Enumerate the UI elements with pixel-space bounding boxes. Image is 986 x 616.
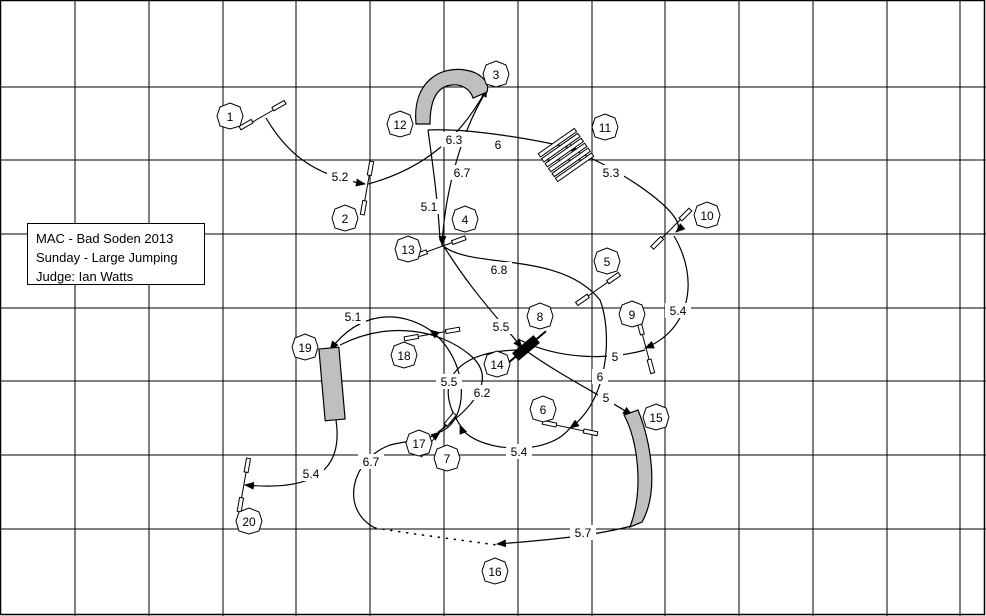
obstacle-8-label: 8 [526, 302, 554, 330]
svg-text:9: 9 [629, 308, 636, 322]
distance-label: 5.3 [598, 165, 624, 180]
distance-label: 6.7 [358, 454, 384, 469]
distance-label: 6.3 [441, 132, 467, 147]
distance-label: 5.4 [506, 444, 532, 459]
obstacle-2-label: 2 [331, 204, 359, 232]
obstacle-12-label: 12 [386, 110, 414, 138]
svg-text:6: 6 [597, 370, 604, 384]
svg-text:17: 17 [412, 437, 426, 451]
obstacle-4-label: 4 [451, 205, 479, 233]
distance-label: 6.2 [469, 385, 495, 400]
obstacle-6-label: 6 [529, 395, 557, 423]
distance-label: 5.7 [570, 525, 596, 540]
svg-text:5.4: 5.4 [511, 445, 528, 459]
obstacle-11-label: 11 [591, 113, 619, 141]
course-title: MAC - Bad Soden 2013 [36, 231, 174, 246]
obstacle-10-label: 10 [693, 201, 721, 229]
svg-text:14: 14 [490, 358, 504, 372]
course-info-box: MAC - Bad Soden 2013 Sunday - Large Jump… [27, 223, 205, 285]
svg-text:19: 19 [298, 341, 312, 355]
distance-label: 6 [592, 369, 608, 384]
svg-text:6.8: 6.8 [491, 263, 508, 277]
svg-text:2: 2 [342, 212, 349, 226]
obstacle-16-label: 16 [481, 557, 509, 585]
svg-text:5.1: 5.1 [421, 200, 438, 214]
svg-text:5.2: 5.2 [332, 170, 349, 184]
svg-text:6.7: 6.7 [363, 455, 380, 469]
svg-text:5.5: 5.5 [493, 320, 510, 334]
obstacle-15-label: 15 [642, 403, 670, 431]
svg-text:20: 20 [242, 515, 256, 529]
course-judge: Judge: Ian Watts [36, 269, 134, 284]
obstacle-17-label: 17 [405, 429, 433, 457]
svg-text:5: 5 [612, 350, 619, 364]
svg-text:5: 5 [603, 391, 610, 405]
obstacle-3-label: 3 [482, 60, 510, 88]
distance-label: 5.4 [665, 303, 691, 318]
svg-text:15: 15 [649, 411, 663, 425]
svg-text:5.5: 5.5 [441, 375, 458, 389]
svg-text:5.4: 5.4 [303, 467, 320, 481]
distance-label: 6 [490, 137, 506, 152]
svg-text:16: 16 [488, 565, 502, 579]
distance-label: 6.7 [449, 165, 475, 180]
svg-text:5.1: 5.1 [345, 310, 362, 324]
svg-text:8: 8 [537, 310, 544, 324]
distance-label: 5.5 [436, 374, 462, 389]
svg-text:10: 10 [700, 209, 714, 223]
svg-text:5: 5 [604, 255, 611, 269]
svg-text:5.7: 5.7 [575, 526, 592, 540]
svg-text:18: 18 [397, 349, 411, 363]
obstacle-18-label: 18 [390, 341, 418, 369]
distance-labels: 5.2 6.3 6 6.7 5.1 5.3 6.8 5.5 5.4 5.1 5 … [298, 132, 691, 540]
distance-label: 5.4 [298, 466, 324, 481]
svg-text:6: 6 [495, 138, 502, 152]
obstacle-1-label: 1 [216, 102, 244, 130]
svg-text:5.3: 5.3 [603, 166, 620, 180]
obstacle-5-label: 5 [593, 247, 621, 275]
obstacle-labels: 1 2 3 4 5 6 7 8 9 10 11 12 13 14 15 16 1… [216, 60, 721, 585]
course-subtitle: Sunday - Large Jumping [36, 250, 178, 265]
distance-label: 5.5 [488, 319, 514, 334]
svg-text:3: 3 [493, 68, 500, 82]
distance-label: 5.1 [416, 199, 442, 214]
obstacle-14-label: 14 [483, 350, 511, 378]
distance-label: 5 [607, 349, 623, 364]
svg-text:7: 7 [444, 452, 451, 466]
svg-text:11: 11 [599, 121, 612, 135]
svg-text:6.3: 6.3 [446, 133, 463, 147]
distance-label: 5 [598, 390, 614, 405]
svg-text:5.4: 5.4 [670, 304, 687, 318]
obstacle-20-label: 20 [235, 507, 263, 535]
svg-text:6.2: 6.2 [474, 386, 491, 400]
obstacle-7-label: 7 [433, 444, 461, 472]
obstacle-19-label: 19 [291, 333, 319, 361]
svg-text:1: 1 [227, 110, 234, 124]
obstacle-13-label: 13 [394, 235, 422, 263]
distance-label: 6.8 [486, 262, 512, 277]
obstacle-graphics [236, 68, 693, 529]
svg-text:13: 13 [401, 243, 415, 257]
obstacle-9-label: 9 [618, 300, 646, 328]
distance-label: 5.2 [327, 169, 353, 184]
distance-label: 5.1 [340, 309, 366, 324]
svg-text:4: 4 [462, 213, 469, 227]
svg-text:6: 6 [540, 403, 547, 417]
svg-text:6.7: 6.7 [454, 166, 471, 180]
svg-text:12: 12 [393, 118, 407, 132]
